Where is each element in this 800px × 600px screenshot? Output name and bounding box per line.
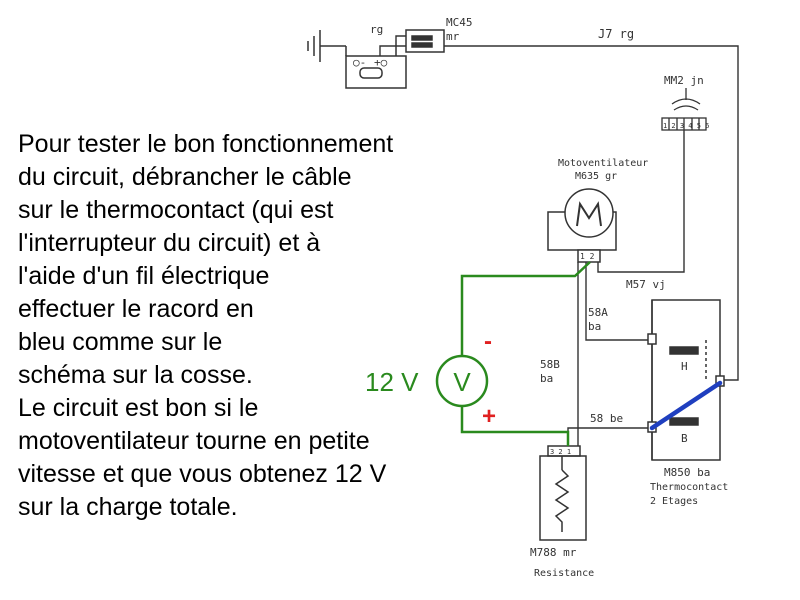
instruction-line: sur la charge totale. [18, 493, 238, 521]
resistance-pins: 3 2 1 [550, 448, 571, 456]
test-wire [460, 261, 591, 446]
resistance [539, 445, 587, 541]
mm2-connector [661, 88, 707, 131]
wire-58b-code: 58B [540, 358, 560, 371]
instruction-line: sur le thermocontact (qui est [18, 196, 334, 224]
wire-58-be [567, 427, 652, 446]
instruction-line: Pour tester le bon fonctionnement [18, 130, 394, 158]
thermo-name-label: Thermocontact [650, 482, 728, 493]
bridge-wire [649, 380, 723, 431]
battery [345, 40, 407, 89]
fan-name-label: Motoventilateur [558, 158, 648, 169]
instruction-line: l'aide d'un fil électrique [18, 262, 270, 290]
voltmeter-reading: 12 V [365, 367, 419, 397]
fan-motor [547, 188, 617, 263]
ground-icon [307, 30, 346, 62]
wire-58a-code: 58A [588, 306, 608, 319]
wire-j7-label: J7 rg [598, 27, 634, 41]
instruction-line: du circuit, débrancher le câble [18, 163, 352, 191]
wire-58a [585, 262, 652, 341]
wire-m57-label: M57 vj [626, 278, 666, 291]
instruction-line: vitesse et que vous obtenez 12 V [18, 460, 387, 488]
battery-plus-label: +○ [374, 56, 388, 69]
resistance-name-label: Resistance [534, 568, 594, 579]
thermo-low-label: B [681, 432, 688, 445]
instruction-line: bleu comme sur le [18, 328, 223, 356]
wire-58b-color: ba [540, 372, 553, 385]
mc45-label: MC45 [446, 16, 473, 29]
instruction-line: Le circuit est bon si le [18, 394, 259, 422]
mm2-pin-numbers: 1 2 3 4 5 6 [663, 122, 709, 130]
battery-wire-color-label: rg [370, 23, 383, 36]
thermo-stages-label: 2 Etages [650, 496, 698, 507]
wire-58-label: 58 be [590, 412, 623, 425]
voltmeter-plus-mark: + [482, 403, 496, 430]
battery-minus-label: ○- [353, 56, 366, 69]
fan-code-label: M635 gr [575, 171, 617, 182]
wire-m57 [597, 130, 685, 273]
voltmeter [435, 354, 489, 408]
mc45-color-label: mr [446, 30, 460, 43]
thermo-high-label: H [681, 360, 688, 373]
wire-j7 [444, 45, 739, 381]
instruction-line: l'interrupteur du circuit) et à [18, 229, 321, 257]
voltmeter-symbol: V [453, 367, 471, 397]
voltmeter-minus-mark: - [484, 328, 492, 355]
mm2-label: MM2 jn [664, 74, 704, 87]
instruction-line: motoventilateur tourne en petite [18, 427, 370, 455]
fan-pins: 1 2 [580, 252, 595, 261]
instruction-text: Pour tester le bon fonctionnement du circ… [18, 128, 518, 524]
resistance-code-label: M788 mr [530, 546, 577, 559]
mc45-connector [405, 29, 445, 53]
thermo-code-label: M850 ba [664, 466, 710, 479]
wire-58a-color: ba [588, 320, 601, 333]
instruction-line: schéma sur la cosse. [18, 361, 253, 389]
instruction-line: effectuer le racord en [18, 295, 254, 323]
